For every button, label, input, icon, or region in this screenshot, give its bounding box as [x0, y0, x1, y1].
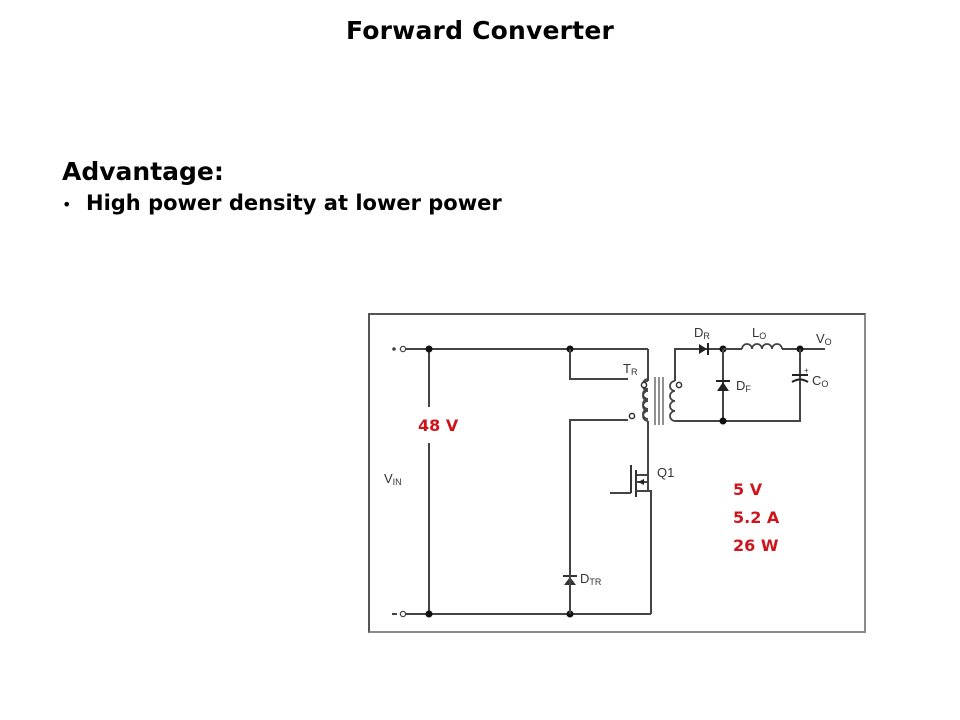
transformer-symbol — [628, 377, 683, 425]
switch-label: Q1 — [657, 465, 674, 480]
schematic-svg: + VIN TR DR DF LO CO VO Q1 DTR — [384, 325, 832, 618]
input-voltage-annotation: 48 V — [418, 416, 459, 435]
output-inductor-label: LO — [752, 325, 766, 341]
negative-input-terminal — [392, 610, 407, 618]
reset-winding-wire-bottom — [569, 419, 628, 573]
advantage-item: • High power density at lower power — [62, 191, 502, 215]
advantage-text: High power density at lower power — [86, 191, 502, 215]
svg-text:+: + — [804, 366, 809, 375]
advantage-list: • High power density at lower power — [62, 191, 502, 215]
output-voltage-value: 5 V — [733, 480, 763, 499]
vin-label: VIN — [384, 471, 402, 487]
secondary-top-wire — [674, 348, 694, 381]
output-current-value: 5.2 A — [733, 508, 780, 527]
output-capacitor-label: CO — [812, 373, 828, 389]
freewheel-diode-symbol — [716, 349, 730, 421]
advantage-heading: Advantage: — [62, 157, 224, 186]
reset-diode-label: DTR — [580, 571, 602, 587]
output-power-value: 26 W — [733, 536, 779, 555]
mosfet-q1-symbol — [610, 465, 652, 614]
junction-dot — [425, 610, 433, 618]
bullet-icon: • — [62, 195, 72, 214]
freewheel-diode-label: DF — [736, 378, 751, 394]
junction-dot — [719, 417, 727, 425]
output-capacitor-symbol: + — [791, 349, 809, 421]
output-spec-annotation: 5 V 5.2 A 26 W — [733, 476, 779, 560]
output-inductor-symbol — [723, 343, 825, 350]
output-voltage-label: VO — [816, 331, 832, 347]
rectifier-diode-label: DR — [694, 325, 710, 341]
positive-input-terminal — [392, 345, 407, 353]
junction-dot — [425, 345, 433, 353]
forward-converter-schematic: + VIN TR DR DF LO CO VO Q1 DTR 48 V 5 V … — [368, 313, 866, 633]
transformer-label: TR — [623, 361, 638, 377]
slide-title: Forward Converter — [346, 16, 614, 45]
reset-diode-symbol — [563, 573, 577, 593]
reset-winding-wire-top — [569, 349, 628, 380]
rectifier-diode-symbol — [694, 343, 723, 355]
